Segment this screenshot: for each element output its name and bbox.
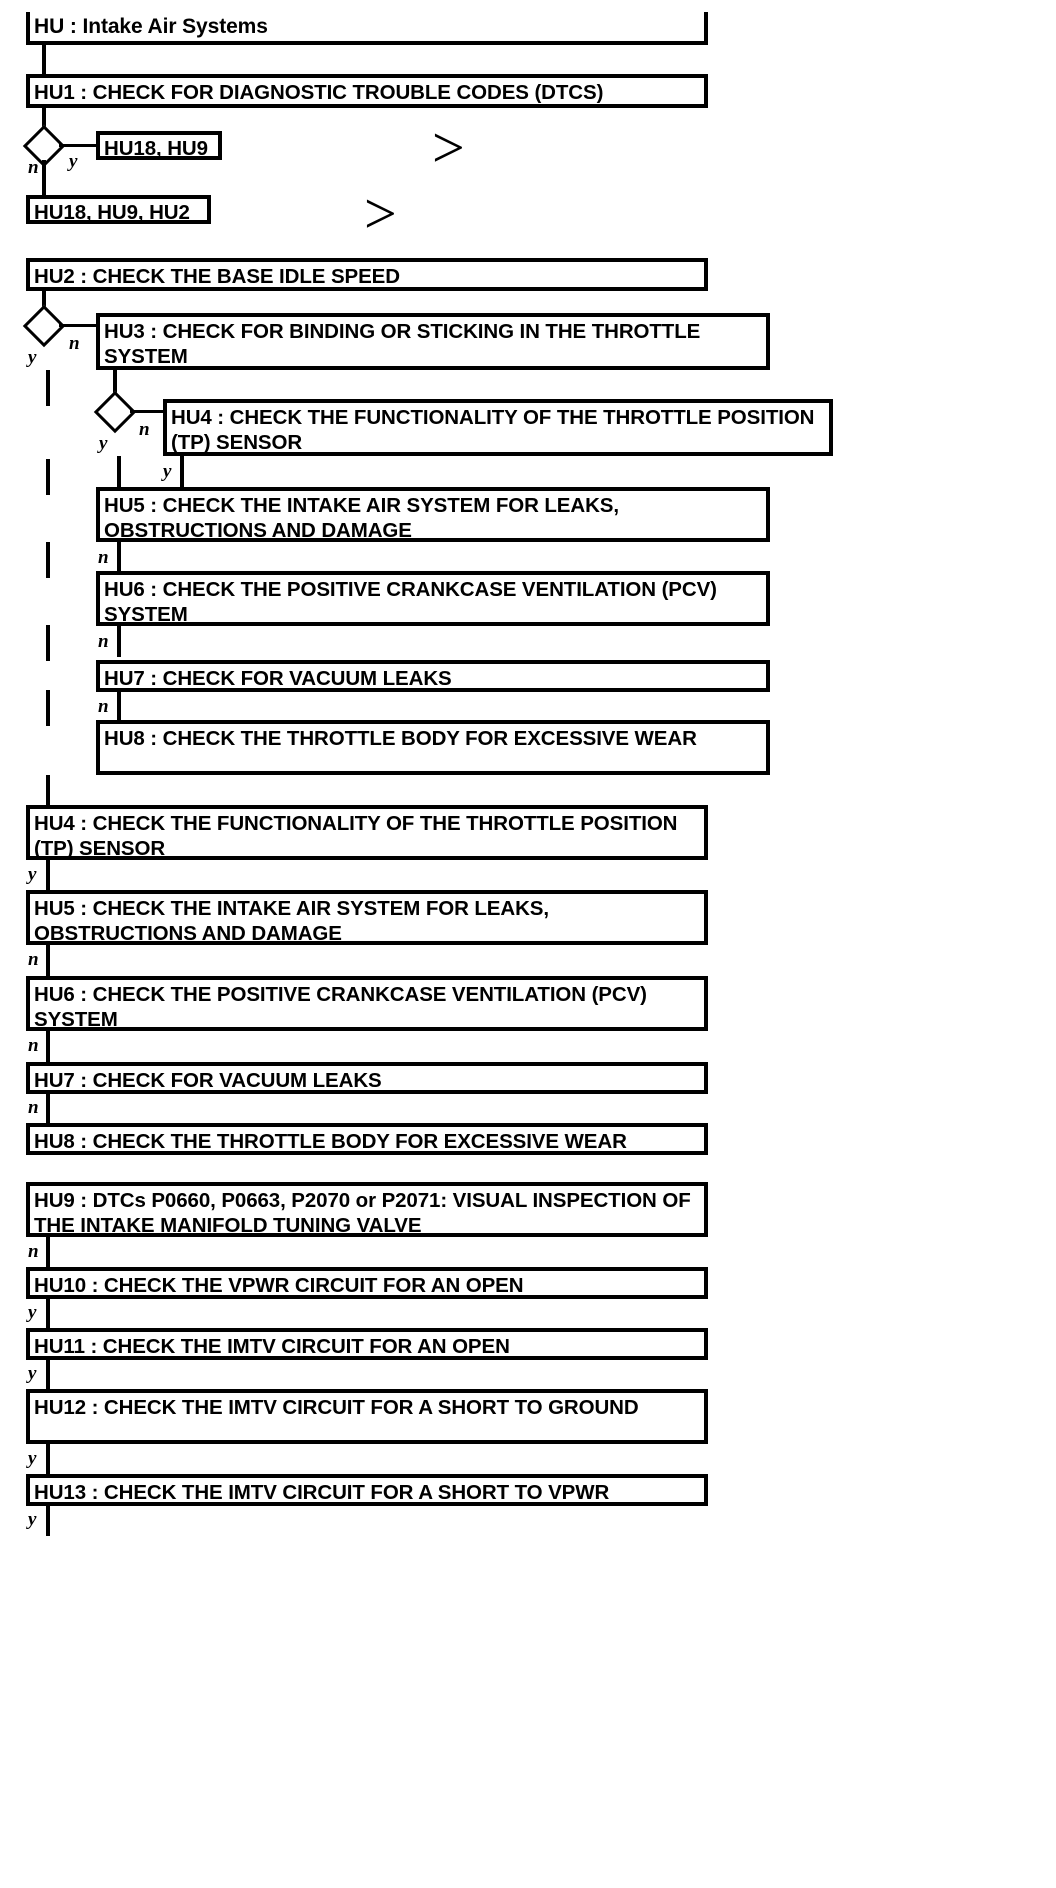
edge-label-hu11-yes: y [28, 1363, 37, 1384]
edge-label-hu4n-yes: y [163, 461, 172, 482]
connector-decision2-yes-seg3 [46, 542, 50, 578]
node-hu5[interactable]: HU5 : CHECK THE INTAKE AIR SYSTEM FOR LE… [26, 890, 708, 945]
node-tag-hu18-hu9[interactable]: HU18, HU9 [96, 131, 222, 160]
node-hu7-nested[interactable]: HU7 : CHECK FOR VACUUM LEAKS [96, 660, 770, 692]
connector-decision2-yes-seg2 [46, 459, 50, 495]
edge-label-decision3-no: n [139, 419, 150, 440]
edge-label-hu9-no: n [28, 1241, 39, 1262]
connector-decision2-yes-seg1 [46, 370, 50, 406]
connector-hu6-to-hu7 [46, 1031, 50, 1062]
node-hu7[interactable]: HU7 : CHECK FOR VACUUM LEAKS [26, 1062, 708, 1094]
node-hu8-nested[interactable]: HU8 : CHECK THE THROTTLE BODY FOR EXCESS… [96, 720, 770, 775]
edge-label-hu5n-no: n [98, 547, 109, 568]
node-hu-root[interactable]: HU : Intake Air Systems [26, 12, 708, 45]
node-hu2[interactable]: HU2 : CHECK THE BASE IDLE SPEED [26, 258, 708, 291]
node-hu5-nested[interactable]: HU5 : CHECK THE INTAKE AIR SYSTEM FOR LE… [96, 487, 770, 542]
connector-hu4-to-hu5 [46, 860, 50, 891]
chevron-marker-1: > [432, 115, 465, 180]
node-tag-hu18-hu9-hu2[interactable]: HU18, HU9, HU2 [26, 195, 211, 224]
edge-label-decision1-yes: y [69, 151, 78, 172]
connector-hu10-to-hu11 [46, 1299, 50, 1329]
node-hu3[interactable]: HU3 : CHECK FOR BINDING OR STICKING IN T… [96, 313, 770, 370]
node-hu11[interactable]: HU11 : CHECK THE IMTV CIRCUIT FOR AN OPE… [26, 1328, 708, 1360]
edge-label-decision3-yes: y [99, 433, 108, 454]
connector-hu3-to-decision3 [113, 370, 117, 398]
edge-label-decision2-no: n [69, 333, 80, 354]
node-hu13[interactable]: HU13 : CHECK THE IMTV CIRCUIT FOR A SHOR… [26, 1474, 708, 1506]
connector-hu5-to-hu6 [46, 945, 50, 976]
node-hu1[interactable]: HU1 : CHECK FOR DIAGNOSTIC TROUBLE CODES… [26, 74, 708, 108]
connector-hu13-out [46, 1506, 50, 1536]
connector-decision1-to-tag2 [42, 160, 46, 197]
edge-label-hu6-no: n [28, 1035, 39, 1056]
edge-label-hu12-yes: y [28, 1448, 37, 1469]
connector-decision3-yes-seg1 [117, 456, 121, 489]
connector-hu9-to-hu10 [46, 1237, 50, 1268]
connector-decision2-yes-seg4 [46, 625, 50, 661]
connector-decision2-yes-seg6 [46, 775, 50, 811]
connector-decision2-no [59, 324, 98, 327]
connector-decision3-no [130, 410, 165, 413]
connector-hu2-to-decision2 [42, 291, 46, 313]
edge-label-hu7-no: n [28, 1097, 39, 1118]
node-hu4[interactable]: HU4 : CHECK THE FUNCTIONALITY OF THE THR… [26, 805, 708, 860]
edge-label-hu13-yes: y [28, 1509, 37, 1530]
edge-label-hu6n-no: n [98, 631, 109, 652]
node-hu6-nested[interactable]: HU6 : CHECK THE POSITIVE CRANKCASE VENTI… [96, 571, 770, 626]
edge-label-hu4-yes: y [28, 864, 37, 885]
node-hu10[interactable]: HU10 : CHECK THE VPWR CIRCUIT FOR AN OPE… [26, 1267, 708, 1299]
node-hu12[interactable]: HU12 : CHECK THE IMTV CIRCUIT FOR A SHOR… [26, 1389, 708, 1444]
edge-label-hu10-yes: y [28, 1302, 37, 1323]
edge-label-decision2-yes: y [28, 347, 37, 368]
connector-decision2-yes-seg5 [46, 690, 50, 726]
connector-hu4n-to-hu5n [180, 456, 184, 489]
edge-label-hu7n-no: n [98, 696, 109, 717]
node-hu6[interactable]: HU6 : CHECK THE POSITIVE CRANKCASE VENTI… [26, 976, 708, 1031]
node-hu4-nested[interactable]: HU4 : CHECK THE FUNCTIONALITY OF THE THR… [163, 399, 833, 456]
connector-decision1-yes [59, 144, 98, 147]
connector-hu7-to-hu8 [46, 1094, 50, 1124]
edge-label-decision1-no: n [28, 157, 39, 178]
connector-hu7n-to-hu8n [117, 692, 121, 722]
node-hu9[interactable]: HU9 : DTCs P0660, P0663, P2070 or P2071:… [26, 1182, 708, 1237]
connector-hu11-to-hu12 [46, 1360, 50, 1390]
connector-hu5n-to-hu6n [117, 542, 121, 573]
connector-root-to-hu1 [42, 45, 46, 76]
chevron-marker-2: > [364, 181, 397, 246]
connector-hu12-to-hu13 [46, 1444, 50, 1475]
edge-label-hu5-no: n [28, 949, 39, 970]
connector-hu1-to-decision1 [42, 108, 46, 134]
node-hu8[interactable]: HU8 : CHECK THE THROTTLE BODY FOR EXCESS… [26, 1123, 708, 1155]
connector-hu6n-to-hu7n [117, 626, 121, 657]
